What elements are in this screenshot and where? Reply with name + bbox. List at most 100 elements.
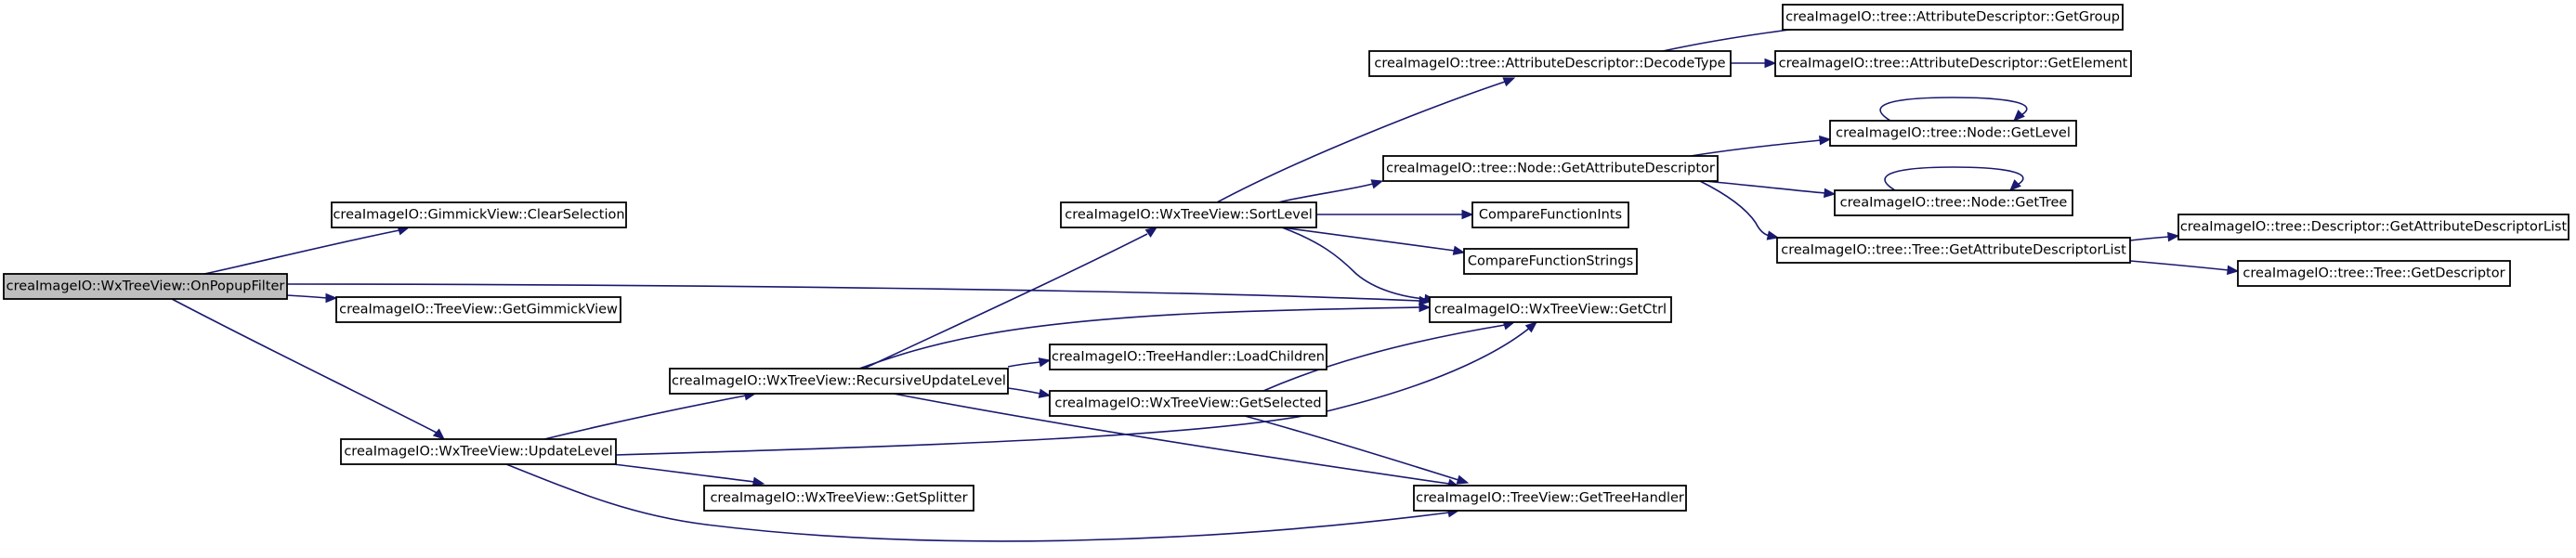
edge-line [858, 306, 1420, 370]
arrowhead [1502, 77, 1516, 87]
edge-onpopup-to-getgimmick [285, 292, 338, 304]
node-get-ctrl[interactable]: creaImageIO::WxTreeView::GetCtrl [1429, 296, 1672, 323]
arrowhead [1144, 227, 1158, 238]
node-onpopup-filter[interactable]: creaImageIO::WxTreeView::OnPopupFilter [3, 273, 288, 300]
arrowhead [1461, 209, 1474, 220]
node-label: creaImageIO::tree::Tree::GetAttributeDes… [1781, 243, 2126, 258]
arrowhead [2013, 110, 2025, 122]
edge-onpopup-to-updatelevel [171, 298, 445, 440]
edge-line [863, 233, 1148, 370]
edge-nodegetattr-to-nodegettree [1703, 180, 1837, 199]
node-label: creaImageIO::tree::AttributeDescriptor::… [1779, 57, 2128, 71]
node-compare-function-ints[interactable]: CompareFunctionInts [1471, 201, 1629, 228]
arrowhead [1824, 188, 1837, 199]
edge-line [1262, 324, 1506, 392]
node-node-get-level[interactable]: creaImageIO::tree::Node::GetLevel [1829, 120, 2077, 147]
node-get-splitter[interactable]: creaImageIO::WxTreeView::GetSplitter [703, 485, 974, 512]
edge-line [1703, 180, 1826, 194]
edge-sortlevel-to-decodetype [1216, 77, 1516, 203]
edge-updatelevel-to-gettreehandler [505, 463, 1460, 542]
edge-line [543, 395, 747, 440]
node-load-children[interactable]: creaImageIO::TreeHandler::LoadChildren [1049, 344, 1327, 370]
edge-line [2129, 260, 2229, 271]
edge-line [2129, 236, 2170, 241]
node-decode-type[interactable]: creaImageIO::tree::AttributeDescriptor::… [1368, 50, 1732, 77]
node-update-level[interactable]: creaImageIO::WxTreeView::UpdateLevel [340, 438, 617, 465]
node-get-element[interactable]: creaImageIO::tree::AttributeDescriptor::… [1774, 50, 2132, 77]
arrowhead [1419, 302, 1432, 313]
edge-line [1879, 97, 2028, 122]
node-label: CompareFunctionInts [1479, 208, 1622, 223]
edge-line [1244, 415, 1459, 481]
arrowhead [1764, 58, 1777, 69]
edge-line [1007, 361, 1041, 368]
edge-treegetattrlist-to-treegetdesc [2129, 260, 2240, 276]
node-get-group[interactable]: creaImageIO::tree::AttributeDescriptor::… [1782, 4, 2124, 31]
edge-treegetattrlist-to-descgetattrlist [2129, 231, 2180, 242]
edge-line [1281, 227, 1427, 300]
node-get-selected[interactable]: creaImageIO::WxTreeView::GetSelected [1049, 390, 1327, 417]
arrowhead [1038, 388, 1052, 398]
arrowhead [1766, 230, 1780, 240]
edge-line [285, 283, 1420, 302]
arrowhead [432, 428, 445, 440]
edge-decodetype-to-getelement [1731, 58, 1777, 69]
edge-line [171, 298, 438, 434]
node-label: creaImageIO::WxTreeView::OnPopupFilter [7, 279, 285, 294]
edge-recursive-to-loadchildren [1007, 357, 1052, 368]
edge-sortlevel-to-getctrl [1281, 227, 1437, 305]
node-label: creaImageIO::WxTreeView::SortLevel [1065, 208, 1313, 223]
edge-line [612, 463, 755, 483]
node-recursive-update-level[interactable]: creaImageIO::WxTreeView::RecursiveUpdate… [669, 368, 1009, 395]
node-label: creaImageIO::tree::Tree::GetDescriptor [2243, 266, 2504, 281]
edge-recursive-to-sortlevel [863, 227, 1158, 370]
arrowhead [752, 476, 765, 487]
edge-sortlevel-to-cmpints [1316, 209, 1474, 220]
node-clear-selection[interactable]: creaImageIO::GimmickView::ClearSelection [331, 201, 627, 228]
arrowhead [2167, 231, 2180, 242]
arrowhead [1456, 474, 1470, 485]
edge-onpopup-to-clearsel [203, 226, 411, 275]
edge-recursive-to-getctrl [858, 302, 1432, 370]
node-get-tree-handler[interactable]: creaImageIO::TreeView::GetTreeHandler [1413, 485, 1687, 512]
arrowhead [1370, 179, 1384, 189]
node-node-get-tree[interactable]: creaImageIO::tree::Node::GetTree [1834, 189, 2073, 216]
arrowhead [1524, 321, 1538, 333]
edge-line [203, 229, 400, 275]
edge-line [1884, 166, 2024, 191]
arrowhead [325, 292, 338, 304]
node-label: creaImageIO::tree::AttributeDescriptor::… [1785, 10, 2120, 25]
edge-nodegetlevel-to-nodegetlevel [1879, 97, 2028, 122]
edge-line [285, 294, 328, 299]
edge-recursive-to-getselected [1007, 387, 1052, 398]
node-label: creaImageIO::TreeView::GetTreeHandler [1416, 491, 1684, 506]
node-label: creaImageIO::TreeHandler::LoadChildren [1052, 350, 1325, 365]
edge-line [893, 393, 1450, 485]
arrowhead [1819, 135, 1832, 146]
edge-line [1699, 180, 1771, 237]
node-label: creaImageIO::GimmickView::ClearSelection [333, 208, 624, 223]
node-label: creaImageIO::WxTreeView::GetCtrl [1434, 303, 1667, 318]
edge-nodegettree-to-nodegettree [1884, 166, 2024, 191]
node-label: creaImageIO::WxTreeView::UpdateLevel [344, 445, 612, 460]
node-tree-get-descriptor[interactable]: creaImageIO::tree::Tree::GetDescriptor [2237, 260, 2511, 287]
arrowhead [2009, 179, 2021, 191]
edge-line [1690, 139, 1822, 157]
node-label: creaImageIO::tree::Node::GetTree [1840, 196, 2068, 211]
edge-sortlevel-to-nodegetattr [1277, 179, 1384, 203]
node-get-gimmick-view[interactable]: creaImageIO::TreeView::GetGimmickView [335, 296, 621, 323]
node-sort-level[interactable]: creaImageIO::WxTreeView::SortLevel [1060, 201, 1317, 228]
node-tree-get-attribute-descriptor-list[interactable]: creaImageIO::tree::Tree::GetAttributeDes… [1776, 237, 2131, 264]
edge-nodegetattr-to-treegetattrlist [1699, 180, 1780, 240]
edge-line [1216, 81, 1506, 203]
node-descriptor-get-attribute-descriptor-list[interactable]: creaImageIO::tree::Descriptor::GetAttrib… [2177, 214, 2569, 240]
edge-nodegetattr-to-nodegetlevel [1690, 135, 1832, 157]
edge-line [1281, 227, 1456, 252]
node-label: creaImageIO::WxTreeView::GetSelected [1054, 396, 1321, 411]
node-node-get-attribute-descriptor[interactable]: creaImageIO::tree::Node::GetAttributeDes… [1382, 155, 1719, 182]
node-compare-function-strings[interactable]: CompareFunctionStrings [1463, 248, 1638, 275]
edge-sortlevel-to-cmpstrings [1281, 227, 1466, 255]
node-label: creaImageIO::tree::Node::GetAttributeDes… [1386, 162, 1715, 176]
arrowhead [1452, 245, 1466, 255]
